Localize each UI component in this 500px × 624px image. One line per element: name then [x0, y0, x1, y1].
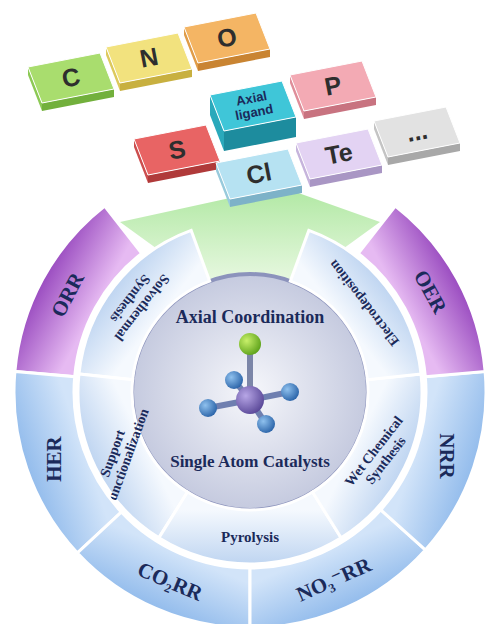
molecule [199, 333, 299, 433]
n-atom [199, 399, 217, 417]
n-atom [281, 383, 299, 401]
application-label: NRR [434, 406, 457, 506]
tile-label: Cl [244, 158, 274, 190]
segment-fill [381, 371, 486, 549]
application-segment: OER [356, 204, 488, 379]
segment-fill [77, 512, 250, 624]
circle-heading: Axial Coordination [176, 308, 325, 328]
text-holder: Single Atom Catalysts [170, 453, 330, 472]
tile-top [290, 61, 376, 111]
element-tile: S [128, 121, 224, 183]
application-segment: ORR [12, 204, 144, 379]
text-holder: Axial Coordination [176, 308, 325, 328]
ligand-tile: Axial ligand [204, 77, 300, 151]
metal-atom [236, 386, 264, 414]
segment-fill [358, 206, 485, 377]
tile-top [106, 33, 192, 83]
tile-top [184, 13, 270, 63]
text-holder: Cl [244, 158, 274, 190]
n-atom [257, 415, 275, 433]
circle-heading: Single Atom Catalysts [170, 453, 330, 472]
tile-label: Te [323, 138, 355, 170]
tile-top [28, 53, 114, 103]
tile-top [210, 81, 296, 131]
axial-atom [239, 333, 261, 355]
segment-fill [15, 206, 142, 377]
application-segment: NRR [378, 369, 488, 552]
tile-top [374, 107, 460, 157]
element-tile: O [178, 9, 274, 71]
text-holder: Pyrolysis [190, 529, 310, 546]
text-holder: Te [323, 138, 355, 170]
element-tile: P [284, 57, 380, 119]
method-label: Pyrolysis [190, 529, 310, 546]
element-tile: Te [290, 125, 386, 187]
tile-top [134, 125, 220, 175]
application-segment: CO₂RR [75, 510, 253, 624]
text-holder: HER [44, 409, 67, 509]
text-holder: NRR [434, 406, 457, 506]
element-tile: Cl [210, 145, 306, 207]
element-tile: N [100, 29, 196, 91]
n-atom [225, 371, 243, 389]
tile-top [296, 129, 382, 179]
segment-fill [159, 492, 341, 564]
tile-top [216, 149, 302, 199]
element-tile: C [22, 49, 118, 111]
application-label: HER [44, 409, 67, 509]
segment-shape [378, 369, 488, 552]
element-tile: ... [368, 103, 464, 165]
